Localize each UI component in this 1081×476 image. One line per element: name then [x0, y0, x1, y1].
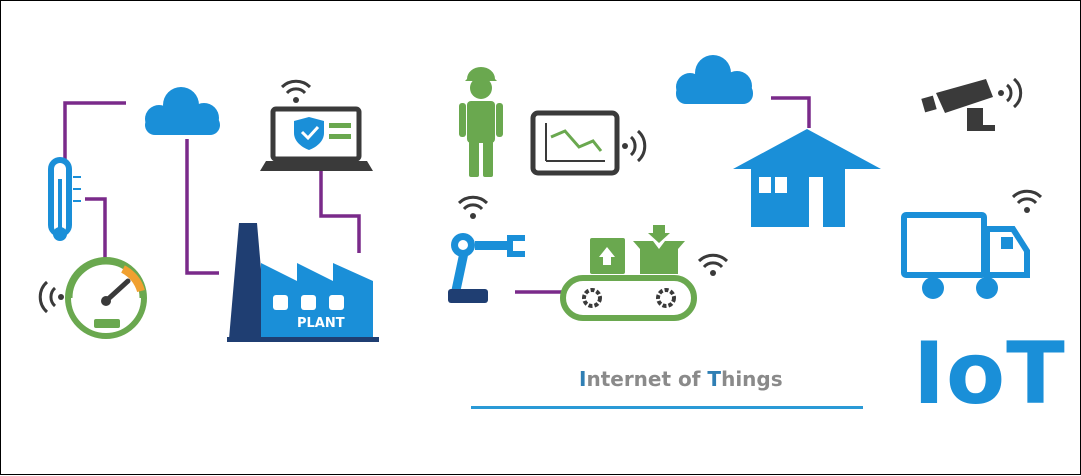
- gauge-icon: [38, 257, 147, 339]
- connector-thermometer-cloud: [63, 101, 126, 159]
- connector-thermometer-gauge: [85, 197, 107, 263]
- connector-laptop-factory: [319, 171, 361, 253]
- cloud-icon: [145, 87, 220, 135]
- thermometer-icon: [48, 157, 81, 241]
- security-camera-icon: [921, 77, 1023, 131]
- caption-part-1: nternet of: [586, 367, 708, 391]
- caption-part-2: hings: [721, 367, 783, 391]
- wifi-icon: [1011, 189, 1043, 213]
- caption-letter-i: I: [579, 367, 587, 391]
- wifi-icon: [457, 195, 489, 219]
- plant-label: PLANT: [297, 316, 345, 331]
- caption-letter-t: T: [707, 367, 722, 391]
- wifi-icon: [38, 280, 64, 314]
- tablet-chart-icon: [530, 110, 647, 176]
- wifi-icon: [998, 77, 1023, 109]
- connector-lines: [63, 96, 811, 294]
- caption-text: Internet of Things: [579, 367, 861, 397]
- cloud-icon: [676, 55, 753, 104]
- wifi-icon: [622, 129, 647, 163]
- house-icon: [733, 129, 881, 227]
- connector-cloud-factory: [185, 139, 219, 275]
- robot-arm-icon: [448, 233, 525, 303]
- factory-icon: [227, 223, 379, 342]
- wifi-icon: [697, 253, 729, 276]
- wifi-icon: [280, 79, 312, 103]
- iot-logo: IoT: [913, 324, 1066, 424]
- truck-icon: [901, 212, 1030, 299]
- worker-icon: [459, 67, 503, 177]
- caption-underline: [471, 406, 863, 409]
- conveyor-icon: [560, 225, 729, 321]
- laptop-icon: [260, 106, 373, 171]
- connector-cloud-house: [771, 96, 811, 128]
